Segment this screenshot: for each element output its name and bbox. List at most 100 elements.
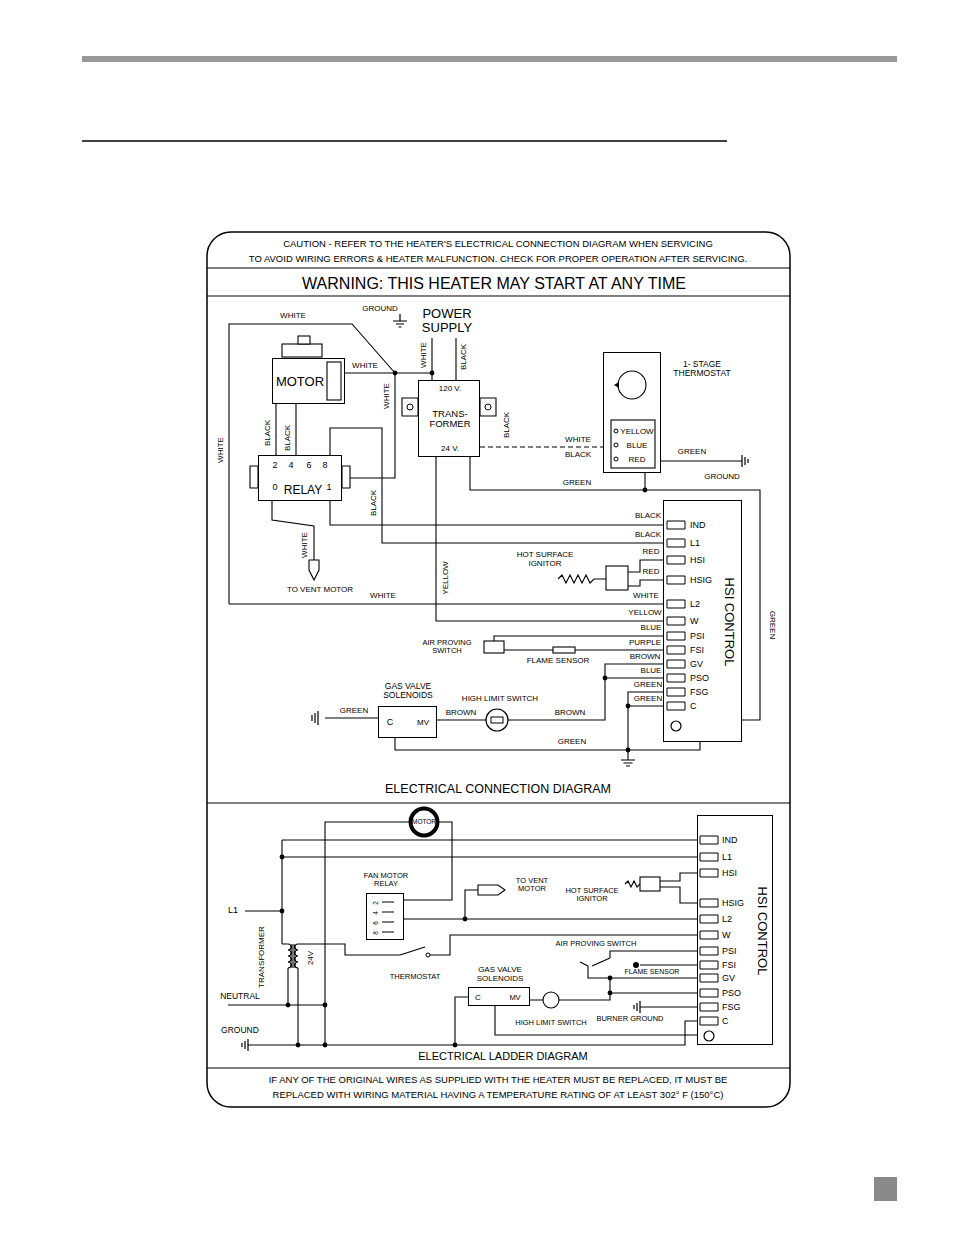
component-text: C — [690, 702, 697, 712]
caution-note: REPLACED WITH WIRING MATERIAL HAVING A T… — [272, 1090, 725, 1100]
junction-dot — [393, 371, 398, 376]
motor-connector — [282, 344, 322, 357]
component-text: C — [387, 718, 394, 728]
component-text: FSI — [690, 646, 704, 656]
part-label: NEUTRAL — [219, 992, 261, 1001]
wire-color-label: BROWN — [554, 709, 587, 718]
ladder-junctions — [280, 855, 613, 1048]
component-text: MV — [509, 994, 520, 1002]
wire-color-label: GREEN — [677, 448, 707, 457]
junction-dot — [608, 976, 613, 981]
part-label: 24V — [307, 950, 316, 966]
component-text: RELAY — [284, 484, 322, 497]
wire-color-label: BLACK — [460, 343, 469, 371]
component-text: PSI — [690, 632, 705, 642]
component-text: PSI — [722, 947, 737, 957]
component-heading: FAN MOTOR RELAY — [361, 872, 411, 889]
ladder-ground-symbols — [242, 1001, 640, 1051]
thermostat-switch — [400, 947, 425, 955]
terminal-dot — [614, 429, 618, 433]
wire-color-label: WHITE — [351, 362, 379, 371]
hsi-terminals — [667, 521, 685, 710]
wire-color-label: WHITE — [420, 341, 429, 369]
motor-capacitor — [327, 362, 341, 400]
component-text: GV — [722, 974, 735, 984]
junction-dot — [323, 1003, 328, 1008]
component-text: W — [690, 617, 699, 627]
component-text: PSO — [690, 674, 709, 684]
thermostat-terminals — [611, 420, 655, 468]
terminal-dot — [614, 457, 618, 461]
junction-dot — [626, 704, 631, 709]
component-heading: GAS VALVE SOLENOIDS — [380, 682, 436, 701]
motor-box: MOTOR — [272, 358, 345, 404]
ladder-wires — [228, 822, 697, 1045]
part-label: GROUND — [361, 305, 399, 314]
part-label: TO VENT MOTOR — [511, 877, 553, 894]
component-text: YELLOW — [620, 428, 653, 437]
component-text: L1 — [722, 853, 732, 863]
thermostat-box: 1- STAGE THERMOSTATYELLOWBLUERED — [603, 352, 661, 473]
wire-connector — [330, 501, 663, 525]
wire-connector — [295, 404, 296, 455]
transformer-box: 120 V.TRANS- FORMER24 V. — [418, 380, 480, 457]
component-text: RED — [629, 456, 646, 465]
junction-dot — [286, 1003, 291, 1008]
component-heading: GAS VALVE SOLENOIDS — [472, 966, 528, 984]
high-limit-contact — [491, 717, 503, 723]
wire-color-label: WHITE — [217, 436, 226, 464]
wire-connector — [495, 1006, 697, 1035]
caution-note: TO AVOID WIRING ERRORS & HEATER MALFUNCT… — [248, 254, 748, 264]
header-bar — [82, 56, 897, 62]
wire-connector — [480, 446, 603, 447]
wire-color-label: BLUE — [640, 667, 663, 676]
part-label: AIR PROVING SWITCH — [555, 940, 638, 948]
junction-dot — [280, 855, 285, 860]
wire-color-label: RED — [642, 548, 661, 557]
wire-color-label: WHITE — [564, 436, 592, 445]
component-text: 8 — [372, 931, 379, 935]
ladder-ignitor-plug — [640, 877, 660, 891]
wire-color-label: YELLOW — [627, 609, 662, 618]
motor-connector-tab — [298, 336, 310, 344]
component-text: 2 — [372, 901, 379, 905]
part-label: HIGH LIMIT SWITCH — [461, 695, 539, 704]
junction-dot — [323, 1043, 328, 1048]
thermostat-dial — [618, 371, 646, 399]
component-text: HSIG — [690, 576, 712, 586]
flame-sensor-rod — [553, 647, 575, 653]
ladder-ground-terminal — [704, 1031, 714, 1041]
junction-dot — [430, 371, 435, 376]
component-text: HSIG — [722, 899, 744, 909]
mounting-hole — [485, 404, 491, 410]
wire-color-label: BROWN — [445, 709, 478, 718]
wire-color-label: WHITE — [301, 531, 310, 559]
part-label: FLAME SENSOR — [526, 657, 591, 666]
wire-color-label: WHITE — [279, 312, 307, 321]
part-label: GROUND — [220, 1026, 260, 1035]
component-text: MOTOR — [276, 375, 324, 389]
wire-color-label: BROWN — [629, 653, 662, 662]
part-label: FLAME SENSOR — [624, 968, 681, 976]
part-label: AIR PROVING SWITCH — [420, 639, 474, 656]
component-text: MV — [417, 719, 429, 728]
diagram-title: ELECTRICAL LADDER DIAGRAM — [417, 1050, 589, 1062]
wire-color-label: GREEN — [633, 695, 663, 704]
component-text: 8 — [322, 461, 327, 471]
junction-dot — [280, 909, 285, 914]
wire-color-label: BLACK — [634, 531, 662, 540]
high-limit-switch — [486, 709, 508, 731]
component-text: HSI CONTROL — [755, 887, 769, 976]
thermostat-pointer — [614, 382, 619, 388]
wire-color-label: PURPLE — [628, 639, 662, 648]
wire-color-label: BLACK — [503, 411, 512, 439]
component-text: C — [475, 994, 481, 1003]
caution-note: IF ANY OF THE ORIGINAL WIRES AS SUPPLIED… — [268, 1075, 729, 1085]
switch-contact — [426, 953, 430, 957]
wire-color-label: WHITE — [383, 382, 392, 410]
ladder-ignitor — [625, 881, 640, 887]
label-panel — [207, 232, 790, 1107]
part-label: BURNER GROUND — [595, 1015, 664, 1023]
component-text: W — [722, 931, 731, 941]
